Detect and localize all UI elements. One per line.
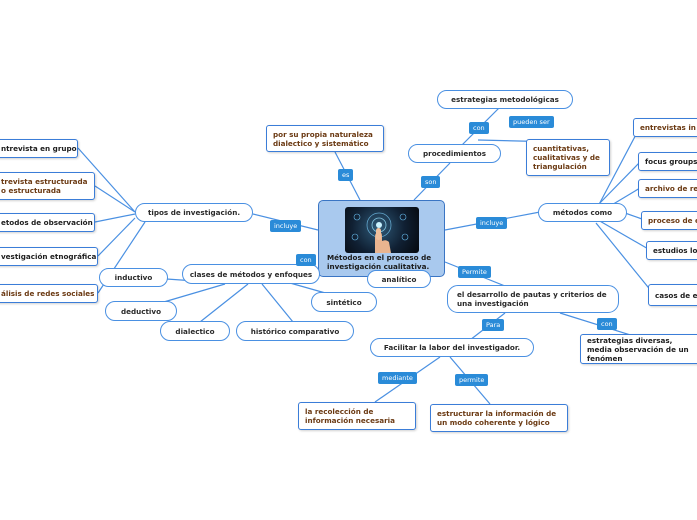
node-analitico[interactable]: analítico: [367, 270, 431, 288]
node-entrevistas-in[interactable]: entrevistas in: [633, 118, 697, 137]
label-incluye-right: incluye: [476, 217, 508, 229]
label-permite-2: permite: [455, 374, 489, 386]
node-estudios[interactable]: estudios lo: [646, 241, 697, 260]
central-topic[interactable]: Métodos en el proceso de investigación c…: [318, 200, 445, 277]
label-con-estrategias: con: [469, 122, 489, 134]
label-pueden-ser: pueden ser: [509, 116, 554, 128]
label-para: Para: [482, 319, 505, 331]
node-estrategias-diversas[interactable]: estrategias diversas, media observación …: [580, 334, 697, 364]
node-estructurar[interactable]: estructurar la información de un modo co…: [430, 404, 568, 432]
node-facilitar[interactable]: Facilitar la labor del investigador.: [370, 338, 534, 357]
link-etnografica: [97, 217, 136, 257]
node-naturaleza[interactable]: por su propia naturaleza dialectico y si…: [266, 125, 384, 152]
node-tipos[interactable]: tipos de investigación.: [135, 203, 253, 222]
link-observacion: [94, 213, 136, 223]
link-dialectico: [199, 283, 249, 323]
hand-touch-icon: [345, 207, 419, 253]
link-estudios: [597, 219, 651, 251]
node-casos[interactable]: casos de e: [648, 284, 697, 306]
node-desarrollo[interactable]: el desarrollo de pautas y criterios de u…: [447, 285, 619, 313]
link-focus: [596, 161, 641, 207]
node-dialectico[interactable]: dialectico: [160, 321, 230, 341]
node-sintetico[interactable]: sintético: [311, 292, 377, 312]
label-son: son: [421, 176, 441, 188]
node-archivo[interactable]: archivo de re: [638, 179, 697, 198]
node-procedimientos[interactable]: procedimientos: [408, 144, 501, 163]
node-cuantitativas[interactable]: cuantitativas, cualitativas y de triangu…: [526, 139, 610, 176]
link-estructurada: [94, 185, 136, 213]
node-inductivo[interactable]: inductivo: [99, 268, 168, 287]
link-casos: [595, 222, 653, 293]
link-historico: [261, 283, 294, 323]
label-con-diversas: con: [597, 318, 617, 330]
node-metodos-como[interactable]: métodos como: [538, 203, 627, 222]
node-focus-groups[interactable]: focus groups: [638, 152, 697, 171]
node-proceso[interactable]: proceso de e: [641, 211, 697, 230]
label-permite: Permite: [458, 266, 491, 278]
link-grupo: [77, 147, 136, 213]
node-clases[interactable]: clases de métodos y enfoques: [182, 264, 320, 284]
label-con-clases: con: [296, 254, 316, 266]
link-entrevistas-in: [594, 126, 641, 213]
node-historico[interactable]: histórico comparativo: [236, 321, 354, 341]
node-entrevista-estructurada[interactable]: trevista estructurada o estructurada: [0, 172, 95, 200]
label-mediante: mediante: [378, 372, 417, 384]
node-deductivo[interactable]: deductivo: [105, 301, 177, 321]
node-recoleccion[interactable]: la recolección de información necesaria: [298, 402, 416, 430]
node-redes-sociales[interactable]: álisis de redes sociales: [0, 284, 98, 303]
label-incluye-left: incluye: [270, 220, 302, 232]
label-es: es: [338, 169, 354, 181]
central-title: Métodos en el proceso de investigación c…: [327, 253, 432, 271]
node-estrategias[interactable]: estrategias metodológicas: [437, 90, 573, 109]
node-etnografica[interactable]: vestigación etnográfica: [0, 247, 98, 266]
link-proceso: [624, 212, 643, 220]
node-entrevista-grupo[interactable]: ntrevista en grupo: [0, 139, 78, 158]
node-metodos-observacion[interactable]: etodos de observación: [0, 213, 95, 232]
